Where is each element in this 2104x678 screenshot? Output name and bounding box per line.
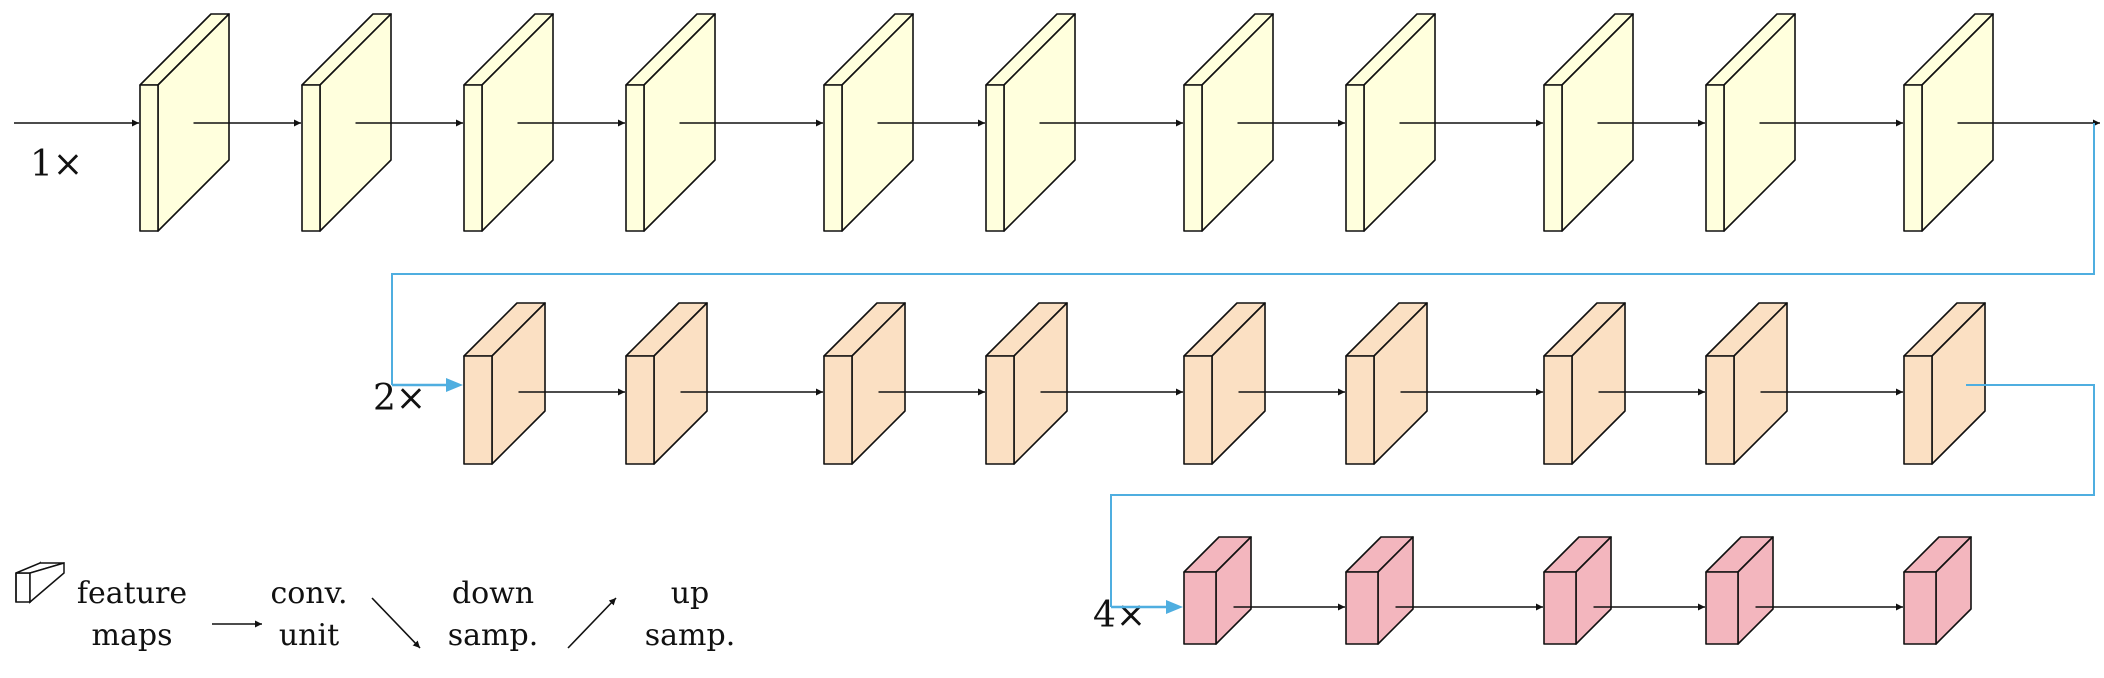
skip-connections: [391, 123, 2095, 614]
feature-map-block: [463, 302, 546, 465]
legend-up-label-1: up: [671, 576, 710, 611]
feature-map-block: [1345, 536, 1414, 645]
feature-map-block: [1903, 536, 1972, 645]
feature-map-block: [1543, 536, 1612, 645]
legend-down-label-2: samp.: [448, 618, 538, 653]
legend-feature-label-2: maps: [92, 618, 173, 653]
skip-connection-arrowhead: [446, 378, 463, 392]
legend-down-arrow: [371, 597, 421, 649]
feature-map-block: [1903, 302, 1986, 465]
scale-label-1x: 1×: [30, 144, 83, 185]
legend-up-arrow: [567, 597, 617, 649]
row-4x: [1183, 536, 1972, 645]
legend-conv-label-1: conv.: [270, 576, 347, 611]
scale-label-4x: 4×: [1093, 595, 1146, 636]
feature-map-block: [1705, 302, 1788, 465]
skip-connection-line: [391, 123, 2095, 385]
row-1x: [14, 13, 2100, 232]
legend-up-label-2: samp.: [645, 618, 735, 653]
legend-conv-label-2: unit: [279, 618, 339, 653]
feature-map-block: [823, 302, 906, 465]
legend: feature maps conv. unit down samp. up sa…: [15, 561, 735, 653]
row-2x: [463, 302, 1986, 465]
feature-map-block: [1345, 302, 1428, 465]
feature-map-block: [1183, 536, 1252, 645]
feature-map-block: [1543, 302, 1626, 465]
feature-map-block: [1183, 302, 1266, 465]
feature-map-block: [625, 302, 708, 465]
skip-connection-line: [1110, 384, 2095, 607]
legend-down-label-1: down: [452, 576, 534, 611]
feature-map-block: [1345, 13, 1436, 232]
legend-feature-label-1: feature: [77, 576, 187, 611]
legend-feature-map-icon: [15, 561, 65, 604]
skip-connection-arrowhead: [1166, 600, 1183, 614]
feature-map-block: [1705, 536, 1774, 645]
feature-map-block: [985, 302, 1068, 465]
